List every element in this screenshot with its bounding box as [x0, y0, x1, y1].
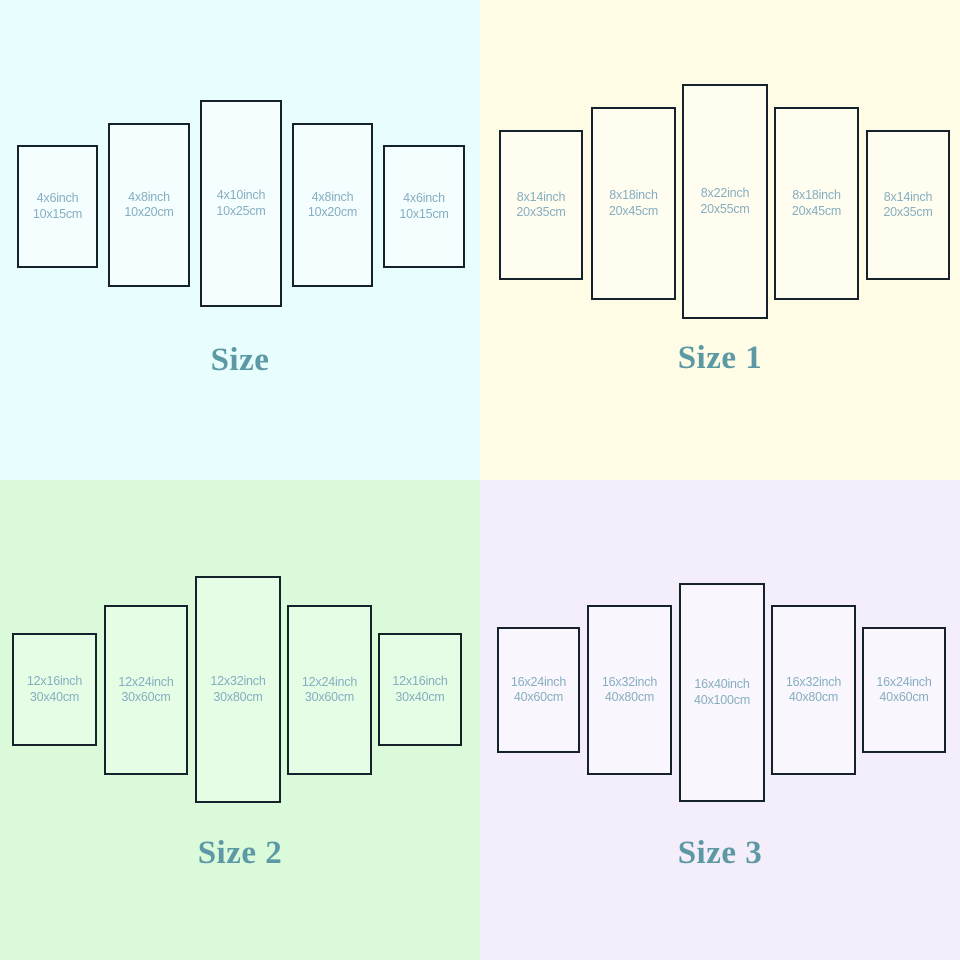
panel-size-cm: 10x15cm: [399, 206, 449, 221]
panel-size-inch: 12x16inch: [26, 674, 83, 689]
panel-size-cm: 40x60cm: [513, 690, 564, 704]
panel-size-inch: 16x24inch: [876, 674, 932, 689]
panel-size-inch: 16x32inch: [601, 674, 658, 689]
panel-size-inch: 16x24inch: [510, 674, 567, 689]
panel-size-inch: 8x18inch: [609, 188, 658, 203]
panel-size-cm: 20x45cm: [791, 203, 842, 218]
panel-size-inch: 8x18inch: [792, 188, 841, 203]
panel-size-inch: 12x24inch: [118, 674, 174, 689]
panel-size-cm: 10x25cm: [216, 203, 266, 218]
panel-size-cm: 20x55cm: [700, 201, 750, 216]
quadrant-title-size-3: Size 3: [677, 835, 763, 871]
panel-size-cm: 30x60cm: [304, 690, 355, 704]
panel-size-inch: 16x40inch: [694, 677, 750, 692]
panel-size-inch: 12x24inch: [301, 674, 358, 689]
panel-size-cm: 20x45cm: [608, 203, 659, 218]
panel-size-cm: 40x60cm: [879, 690, 929, 704]
panel-size-cm: 30x40cm: [395, 689, 445, 704]
panel-size-inch: 4x6inch: [403, 191, 445, 206]
panel-size-inch: 4x8inch: [311, 189, 354, 204]
panel-size-cm: 20x35cm: [516, 205, 566, 219]
panel-size-cm: 30x40cm: [29, 689, 80, 704]
quadrant-title-size: Size: [210, 342, 270, 378]
panel-size-cm: 10x20cm: [124, 205, 174, 219]
panel-size-inch: 8x14inch: [883, 189, 933, 204]
panel-size-cm: 40x80cm: [788, 690, 839, 704]
panel-size-cm: 40x100cm: [693, 692, 751, 707]
panel-size-cm: 10x20cm: [307, 205, 358, 219]
panel-size-inch: 4x8inch: [128, 189, 170, 204]
panel-size-inch: 8x14inch: [516, 189, 566, 204]
panel-size-cm: 30x60cm: [121, 690, 171, 704]
panel-size-cm: 20x35cm: [883, 205, 933, 219]
panel-size-inch: 4x10inch: [216, 188, 266, 203]
panel-size-inch: 12x16inch: [392, 674, 448, 689]
panel-size-inch: 4x6inch: [36, 191, 79, 206]
panel-size-inch: 12x32inch: [210, 674, 266, 689]
quadrant-title-size-1: Size 1: [677, 340, 763, 376]
panel-size-cm: 40x80cm: [604, 690, 655, 704]
panel-size-cm: 10x15cm: [32, 206, 83, 221]
panel-size-cm: 30x80cm: [213, 689, 263, 704]
panel-size-inch: 8x22inch: [700, 186, 750, 201]
panel-size-inch: 16x32inch: [785, 674, 842, 689]
quadrant-title-size-2: Size 2: [197, 835, 283, 871]
